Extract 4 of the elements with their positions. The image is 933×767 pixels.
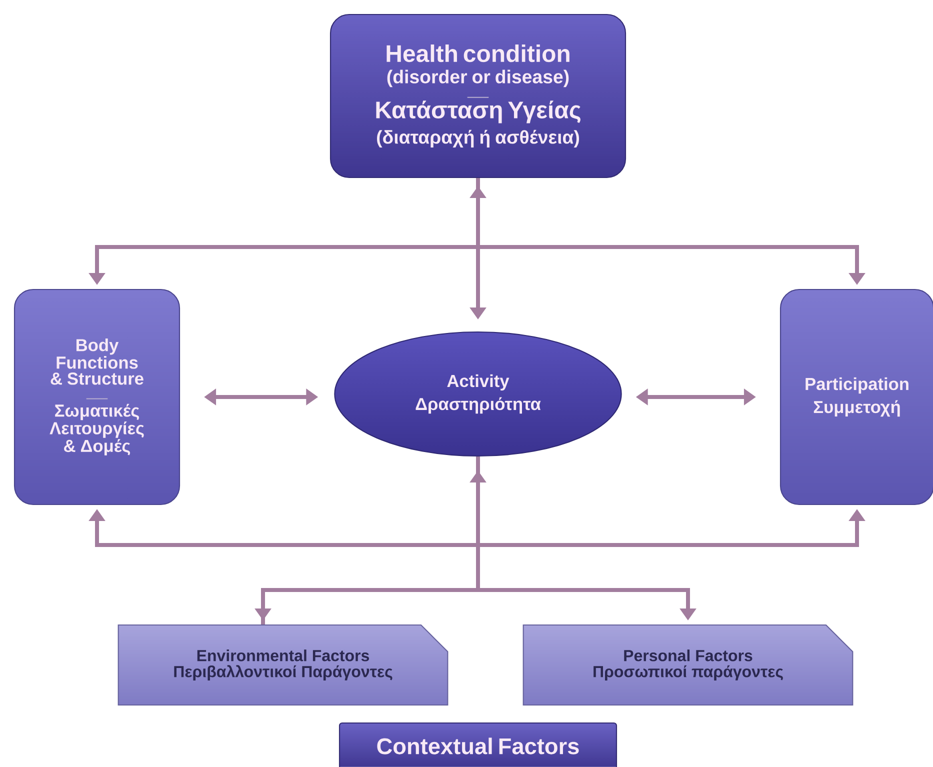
- factor-box: Personal Factors Προσωπικοί παράγοντες: [522, 624, 854, 706]
- participation-box: Participation Συμμετοχή: [780, 288, 933, 506]
- contextual-factors-box: Contextual Factors: [338, 722, 618, 767]
- factor-box: Environmental Factors Περιβαλλοντικοί Παράγοντες: [118, 624, 448, 706]
